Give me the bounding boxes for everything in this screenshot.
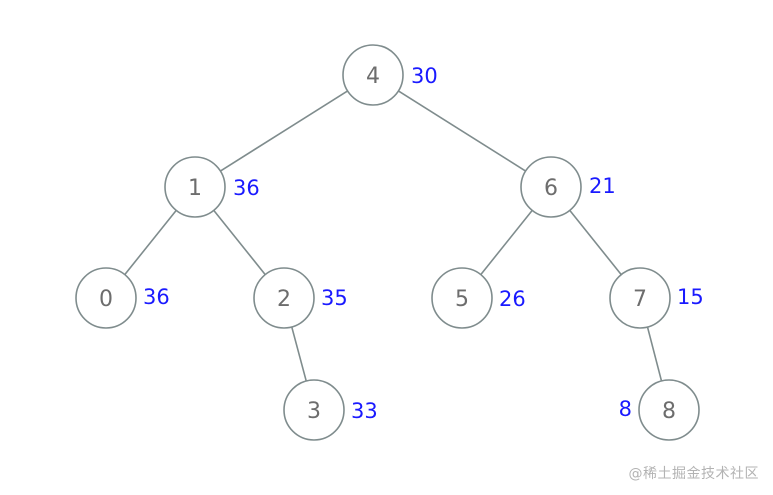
tree-edge-n4-n6: [397, 90, 527, 172]
tree-edge-n4-n1: [219, 90, 349, 172]
node-value-label: 35: [321, 286, 348, 310]
node-value-label: 36: [143, 285, 170, 309]
tree-edge-n1-n0: [124, 209, 177, 276]
tree-node-6: 6 21: [520, 156, 616, 218]
tree-node-5: 5 26: [431, 267, 526, 329]
node-key-label: 7: [633, 287, 647, 312]
node-key-label: 1: [188, 176, 202, 201]
node-value-label: 15: [677, 285, 704, 309]
node-key-label: 5: [455, 287, 469, 312]
node-key-label: 6: [544, 176, 558, 201]
node-value-label: 26: [499, 287, 526, 311]
tree-edge-n2-n3: [290, 326, 308, 382]
tree-node-4: 4 30: [342, 44, 438, 106]
node-key-label: 0: [99, 287, 113, 312]
node-circle: [283, 379, 345, 441]
node-value-label: 8: [619, 397, 632, 421]
node-circle: [164, 156, 226, 218]
tree-edge-n6-n5: [480, 209, 533, 276]
tree-edge-n7-n8: [646, 326, 663, 382]
tree-node-2: 2 35: [253, 267, 348, 329]
node-value-label: 36: [233, 176, 260, 200]
tree-edge-n1-n2: [213, 209, 266, 276]
node-circle: [638, 379, 700, 441]
tree-edge-n6-n7: [569, 209, 622, 276]
tree-node-1: 1 36: [164, 156, 260, 218]
node-circle: [342, 44, 404, 106]
tree-node-8: 88: [619, 379, 700, 441]
node-circle: [520, 156, 582, 218]
node-value-label: 33: [351, 399, 378, 423]
node-circle: [609, 267, 671, 329]
node-circle: [431, 267, 493, 329]
tree-node-0: 0 36: [75, 267, 170, 329]
node-circle: [75, 267, 137, 329]
node-value-label: 21: [589, 174, 616, 198]
node-key-label: 3: [307, 399, 321, 424]
node-key-label: 4: [366, 64, 380, 89]
node-key-label: 8: [662, 399, 676, 424]
tree-node-7: 7 15: [609, 267, 704, 329]
tree-edges: [124, 90, 663, 382]
node-circle: [253, 267, 315, 329]
node-value-label: 30: [411, 64, 438, 88]
node-key-label: 2: [277, 287, 291, 312]
watermark-text: @稀土掘金技术社区: [628, 466, 759, 482]
